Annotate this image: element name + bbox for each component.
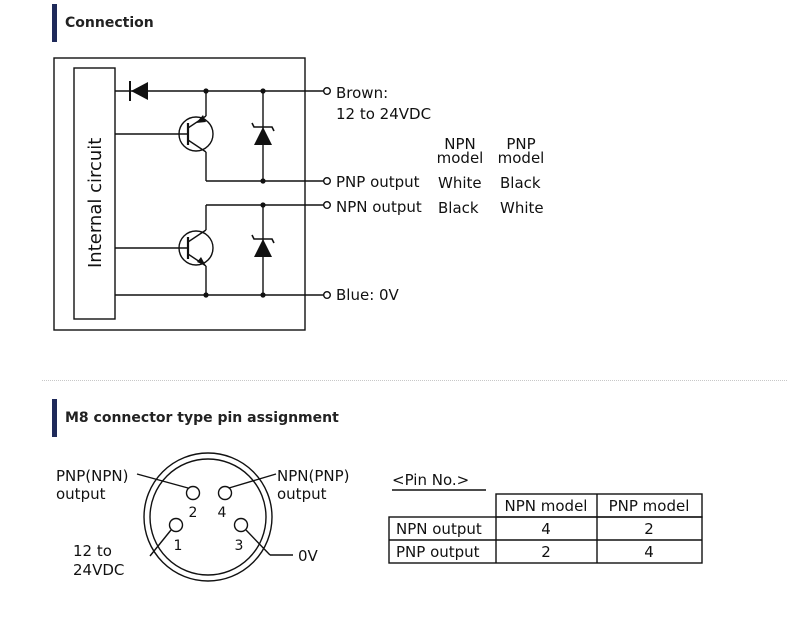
pin-3-number: 3	[235, 538, 244, 554]
col-pnp-header-model: model	[498, 149, 545, 167]
brown-voltage-label: 12 to 24VDC	[336, 105, 431, 123]
section-divider	[42, 380, 787, 381]
table-header-npn: NPN model	[505, 497, 588, 515]
zener-diode-icon	[254, 239, 272, 257]
table-row-label: PNP output	[396, 543, 480, 561]
leader-pin3	[245, 529, 271, 556]
connector-outer-ring	[143, 452, 273, 582]
pnp-output-npn-color: White	[438, 174, 482, 192]
npn-output-terminal	[323, 200, 332, 209]
pin3-label: 0V	[298, 547, 319, 565]
pin-assignment-title: M8 connector type pin assignment	[65, 410, 339, 426]
reverse-diode-icon	[131, 82, 148, 100]
table-cell: 2	[644, 520, 654, 538]
table-cell: 2	[541, 543, 551, 561]
pin4-label-output: output	[277, 485, 327, 503]
col-pnp-header: PNP	[506, 135, 535, 153]
pin-1-socket	[168, 517, 184, 533]
table-header-pnp: PNP model	[609, 497, 690, 515]
connector-inner-ring	[149, 458, 267, 576]
pin-assignment-heading: M8 connector type pin assignment	[52, 399, 339, 437]
internal-circuit-label: Internal circuit	[85, 138, 106, 268]
leader-pin1	[149, 529, 172, 557]
pin-4-socket	[217, 485, 233, 501]
pin4-label: NPN(PNP)	[277, 467, 350, 485]
pin-2-number: 2	[189, 505, 198, 521]
connection-heading: Connection	[52, 4, 154, 42]
zener-diode-icon	[254, 127, 272, 145]
npn-output-pnp-color: White	[500, 199, 544, 217]
heading-accent-bar	[52, 399, 57, 437]
outer-box	[53, 57, 306, 331]
brown-label: Brown:	[336, 84, 388, 102]
internal-circuit-box	[73, 67, 116, 320]
table-row-label: NPN output	[396, 520, 482, 538]
pin-table: NPN model PNP model NPN output 4 2 PNP o…	[388, 493, 703, 564]
heading-accent-bar	[52, 4, 57, 42]
brown-terminal	[323, 86, 332, 95]
pnp-output-pnp-color: Black	[500, 174, 541, 192]
col-npn-header: NPN	[444, 135, 476, 153]
m8-connector-diagram: 2 4 1 3 PNP(NPN) output NPN(PNP) output …	[56, 452, 486, 582]
pnp-output-terminal	[323, 176, 332, 185]
blue-terminal	[323, 291, 332, 300]
pin2-label: PNP(NPN)	[56, 467, 129, 485]
npn-output-npn-color: Black	[438, 199, 479, 217]
pin1-label: 12 to	[73, 542, 112, 560]
table-cell: 4	[644, 543, 654, 561]
pin-4-number: 4	[218, 505, 227, 521]
pin-3-socket	[233, 517, 249, 533]
table-cell: 4	[541, 520, 551, 538]
pnp-output-label: PNP output	[336, 173, 420, 191]
connection-title: Connection	[65, 15, 154, 31]
blue-label: Blue: 0V	[336, 286, 400, 304]
connection-diagram: Internal circuit	[53, 57, 545, 331]
leader-pin2	[136, 473, 189, 489]
leader-pin4	[228, 473, 277, 489]
pin2-label-output: output	[56, 485, 106, 503]
npn-output-label: NPN output	[336, 198, 422, 216]
pin1-label-voltage: 24VDC	[73, 561, 124, 579]
pin-2-socket	[185, 485, 201, 501]
col-npn-header-model: model	[437, 149, 484, 167]
pin-1-number: 1	[174, 538, 183, 554]
pin-no-label: <Pin No.>	[392, 471, 469, 489]
